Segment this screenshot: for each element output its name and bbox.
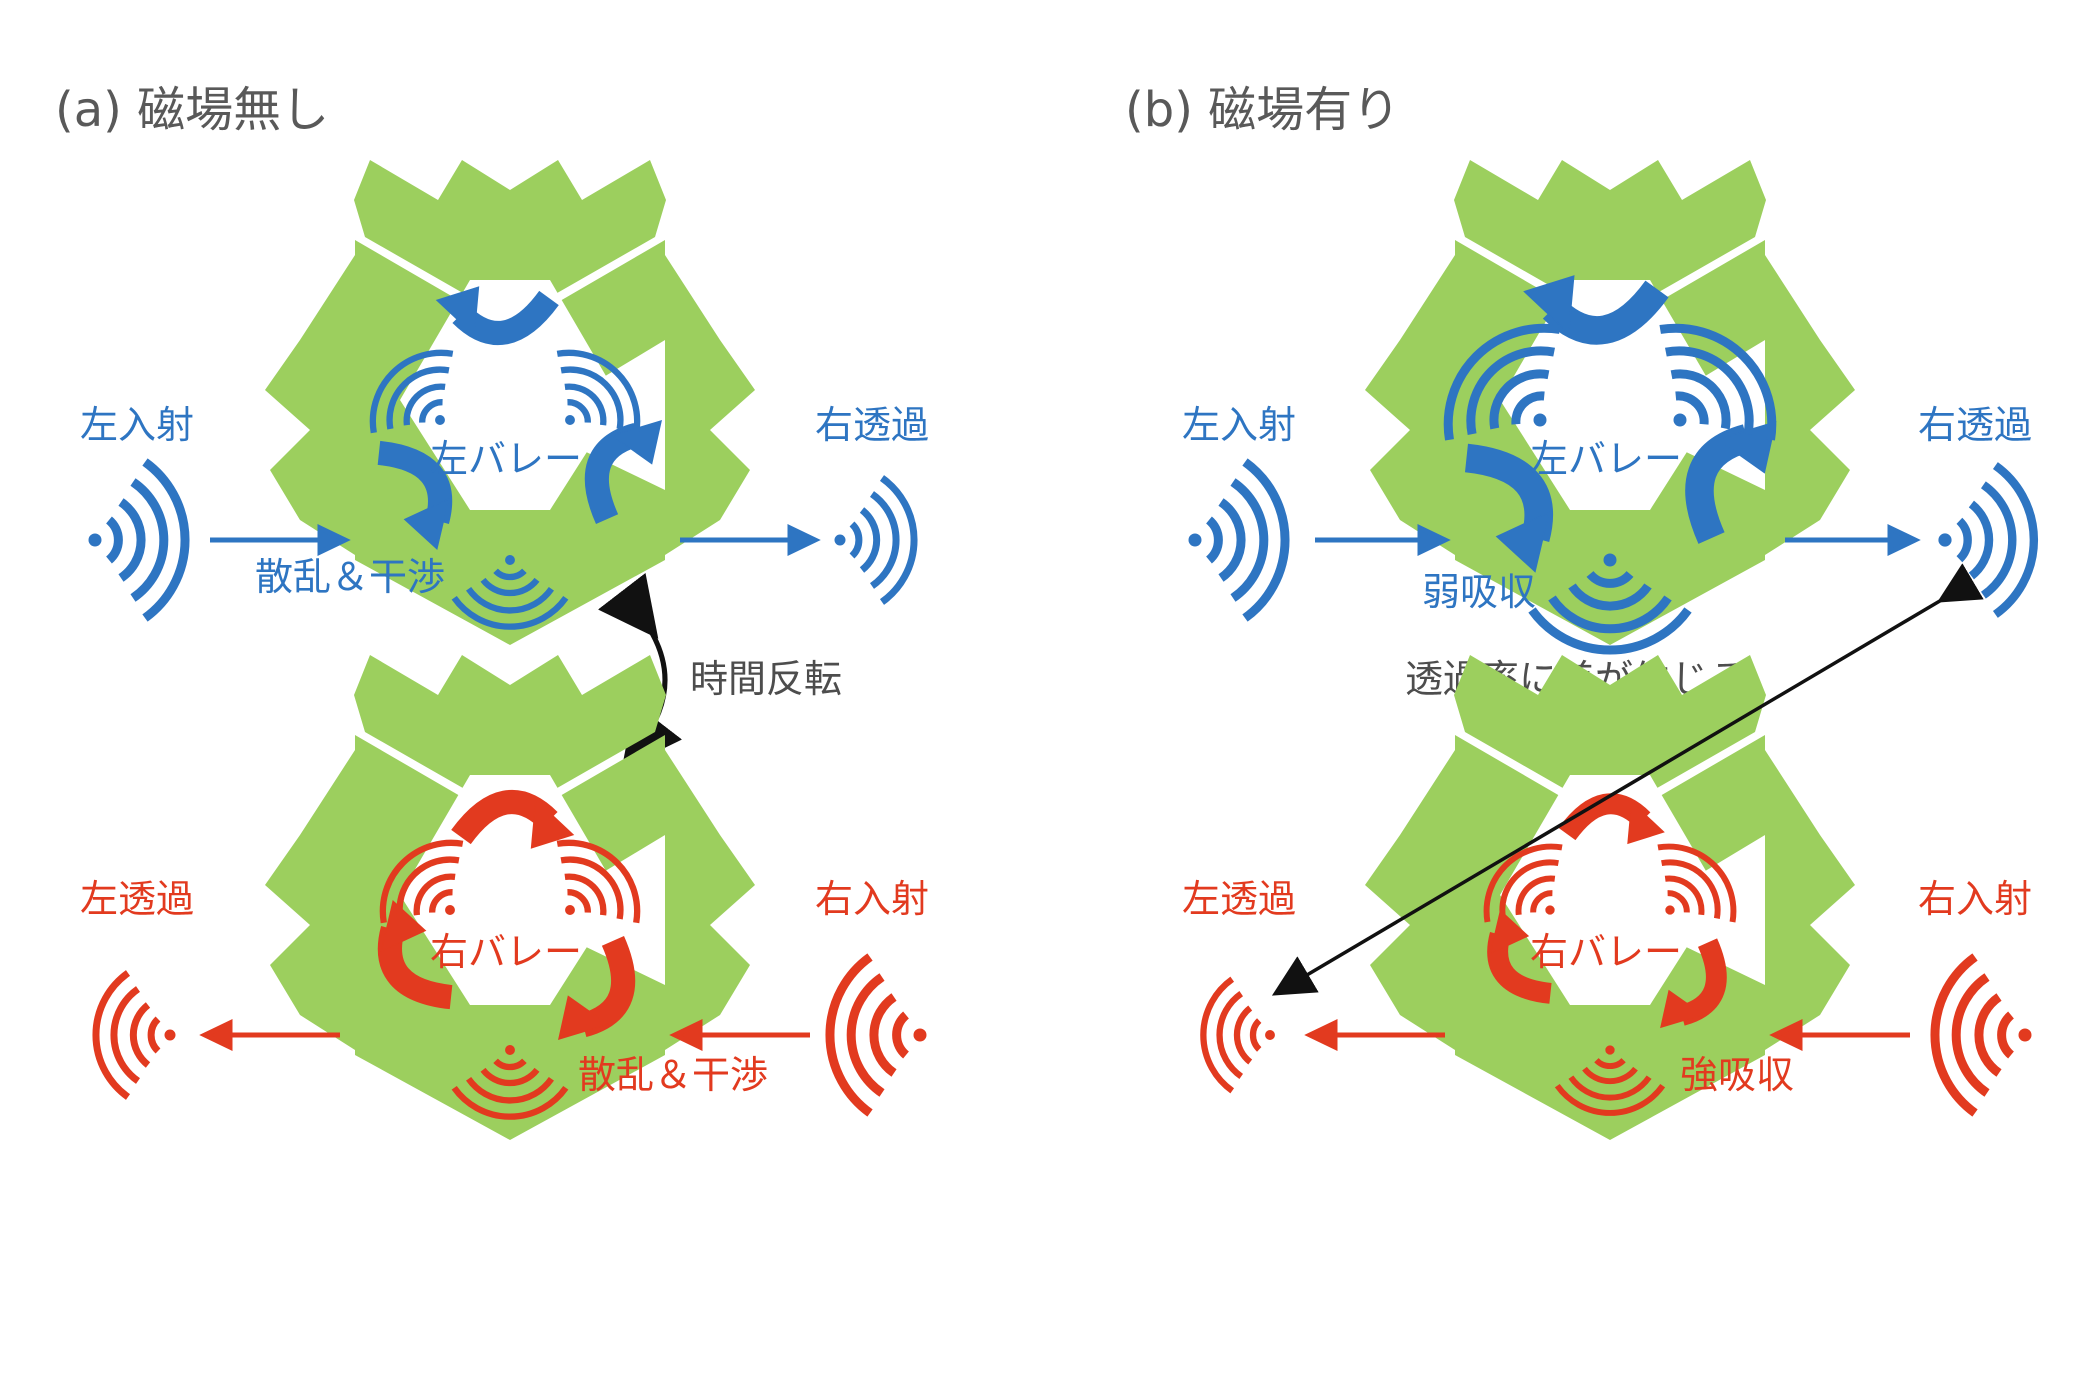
left-transmit-label-b: 左透過 [1182,877,1296,921]
left-incident-label-b: 左入射 [1182,403,1296,447]
arrow-icon [1315,524,1921,556]
left-valley-label: 左バレー [430,437,582,481]
panel-b-title: (b) 磁場有り [1125,82,1400,138]
double-headed-arrow-icon [1271,563,1984,996]
arrow-icon [210,524,821,556]
right-valley-label: 右バレー [430,930,582,974]
right-incident-label: 右入射 [815,877,929,921]
lattice-a-top [265,160,755,645]
time-reversal-label: 時間反転 [690,657,842,701]
left-incident-label: 左入射 [80,403,194,447]
arrow-icon [1304,1019,1910,1051]
scatter-label-red: 散乱＆干渉 [578,1053,768,1097]
lattice-b-top [1365,160,1855,645]
right-incident-label-b: 右入射 [1918,877,2032,921]
left-valley-label-b: 左バレー [1530,437,1682,481]
right-transmit-label: 右透過 [815,403,929,447]
panel-a-title: (a) 磁場無し [55,82,329,138]
right-valley-label-b: 右バレー [1530,930,1682,974]
arrow-icon [199,1019,810,1051]
left-transmit-label: 左透過 [80,877,194,921]
weak-absorption-label: 弱吸収 [1422,570,1536,614]
right-transmit-label-b: 右透過 [1918,403,2032,447]
scatter-label-blue: 散乱＆干渉 [255,555,445,599]
strong-absorption-label: 強吸収 [1680,1053,1794,1097]
